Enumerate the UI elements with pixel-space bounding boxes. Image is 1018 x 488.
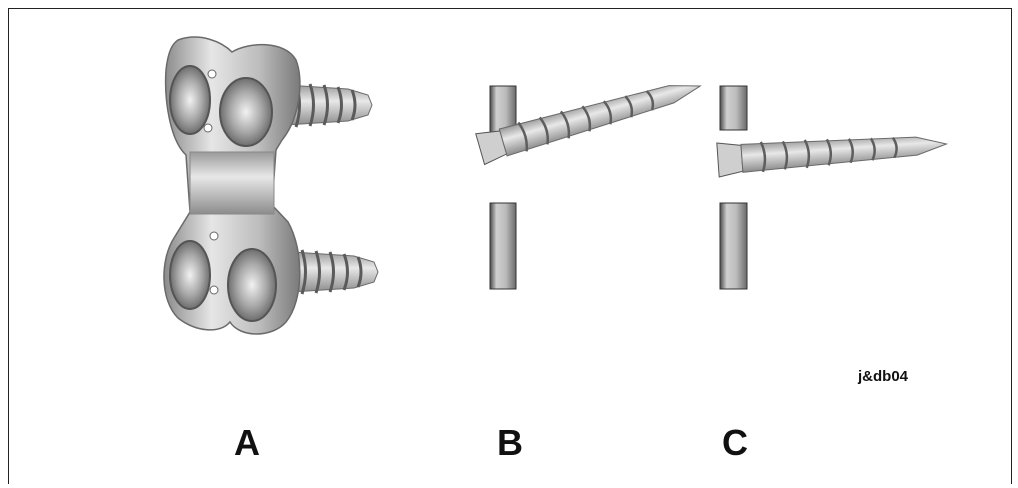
plate-hole-top-left bbox=[170, 66, 210, 134]
plate-pin-hole bbox=[208, 70, 216, 78]
panel-c-illustration bbox=[717, 86, 948, 289]
plate-bridge bbox=[190, 152, 274, 214]
credit-label: j&db04 bbox=[858, 368, 908, 385]
panel-label-c: C bbox=[722, 425, 748, 461]
plate-hole-bottom-left bbox=[170, 241, 210, 309]
plate-hole-bottom-right bbox=[228, 249, 276, 321]
panel-label-b: B bbox=[497, 425, 523, 461]
plate-pin-hole bbox=[210, 232, 218, 240]
bone-segment-lower bbox=[490, 203, 516, 289]
bone-segment-lower bbox=[720, 203, 747, 289]
bone-segment-upper bbox=[720, 86, 747, 130]
straight-screw bbox=[717, 127, 948, 177]
plate-pin-hole bbox=[204, 124, 212, 132]
plate-pin-hole bbox=[210, 286, 218, 294]
panel-a-plate-illustration bbox=[164, 37, 378, 334]
panel-b-illustration bbox=[476, 71, 705, 289]
panel-label-a: A bbox=[234, 425, 260, 461]
plate-hole-top-right bbox=[220, 78, 272, 146]
plate-screw-bottom bbox=[292, 250, 378, 294]
